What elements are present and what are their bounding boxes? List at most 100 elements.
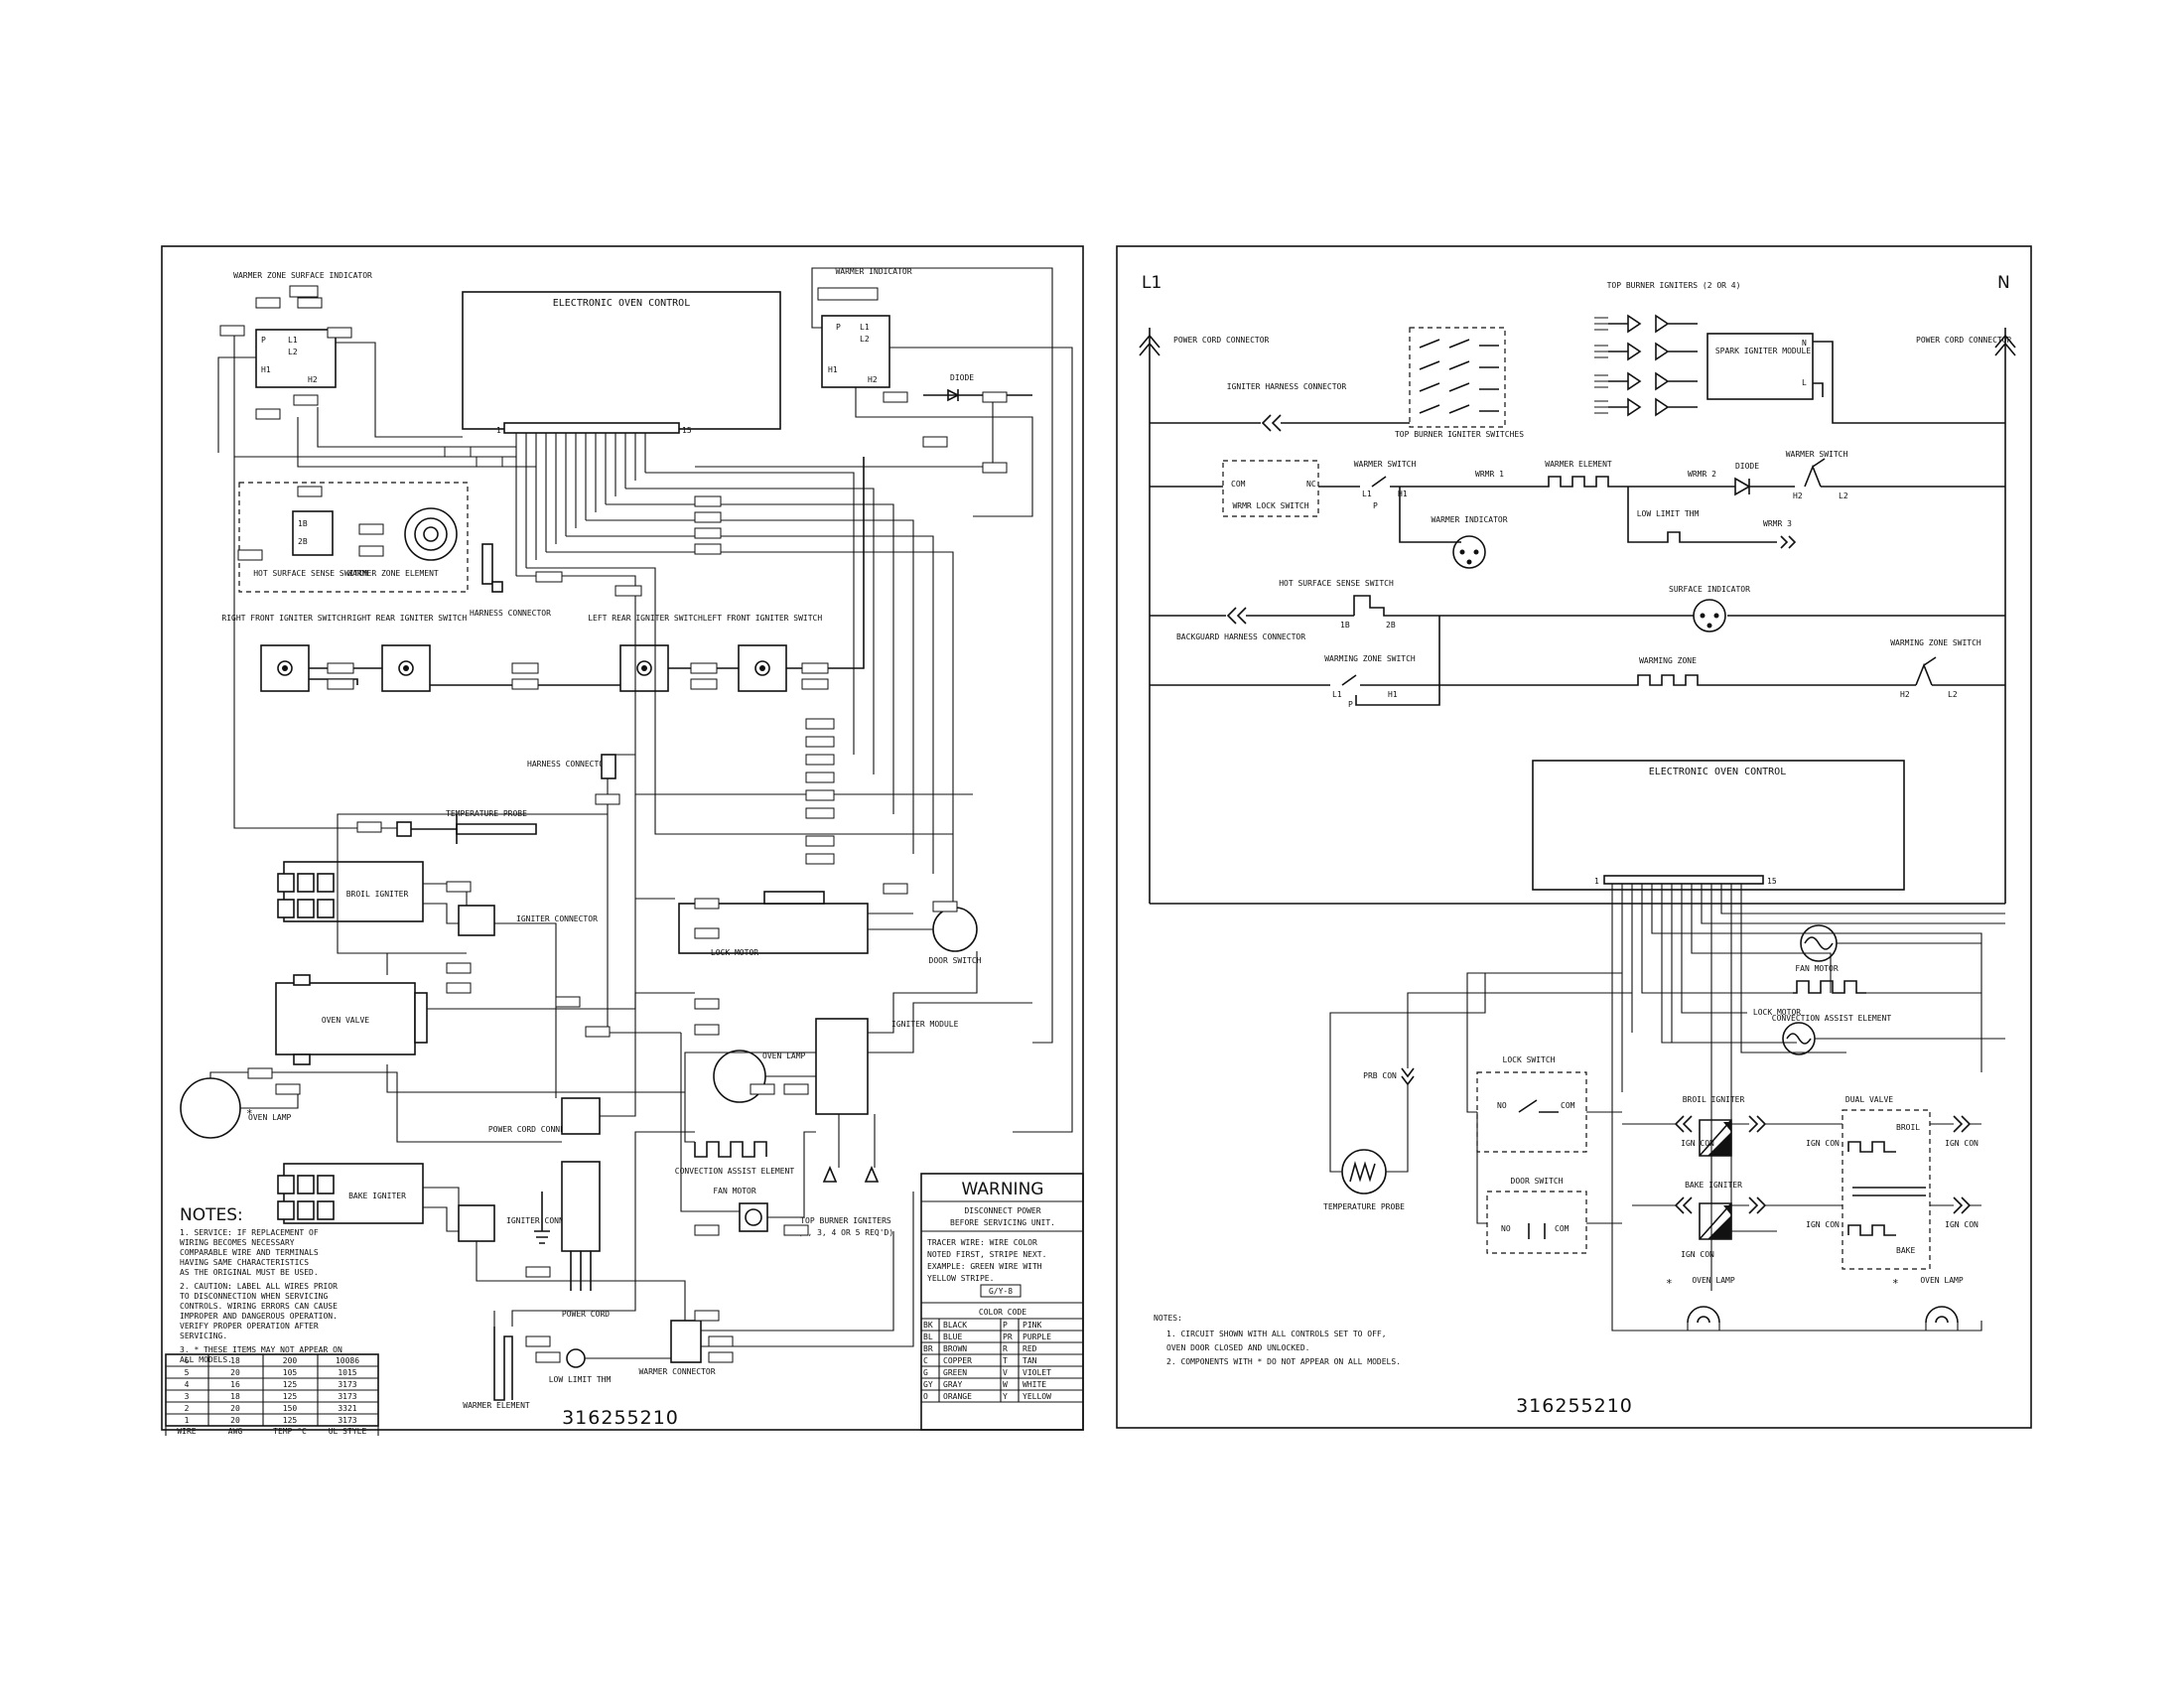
low-limit-thm-symbol xyxy=(1627,487,1688,543)
svg-text:YELLOW STRIPE.: YELLOW STRIPE. xyxy=(927,1274,994,1283)
warmer-element-symbol xyxy=(493,1327,513,1401)
warming-zone-label: WARMING ZONE xyxy=(1639,656,1697,665)
svg-text:IMPROPER AND DANGEROUS OPERATI: IMPROPER AND DANGEROUS OPERATION. xyxy=(180,1312,338,1321)
igniter-connector-broil-label: IGNITER CONNECTOR xyxy=(516,914,598,923)
oven-lamp-1 xyxy=(1687,1306,1720,1324)
svg-text:C: C xyxy=(923,1356,928,1365)
svg-text:3173: 3173 xyxy=(338,1380,356,1389)
igniter-connector-bake xyxy=(458,1204,495,1242)
top-burner-igniters-label: TOP BURNER IGNITERS (2 OR 4) xyxy=(1607,281,1741,290)
svg-text:L1: L1 xyxy=(860,323,870,332)
ign-con-2: IGN CON xyxy=(1806,1139,1840,1148)
svg-text:1015: 1015 xyxy=(338,1368,356,1377)
right-eoc-terminal-strip xyxy=(1603,875,1764,885)
svg-text:WIRING BECOMES NECESSARY: WIRING BECOMES NECESSARY xyxy=(180,1238,295,1247)
svg-text:2B: 2B xyxy=(1386,621,1396,630)
svg-text:L: L xyxy=(1802,378,1807,387)
power-cord-label: POWER CORD xyxy=(562,1310,610,1319)
lock-motor-label: LOCK MOTOR xyxy=(1753,1008,1801,1017)
hot-surface-sense-switch xyxy=(292,510,334,556)
svg-text:BAKE IGNITER: BAKE IGNITER xyxy=(348,1192,406,1200)
harness-connector-mid-label: HARNESS CONNECTOR xyxy=(527,760,609,769)
svg-text:BLACK: BLACK xyxy=(943,1321,967,1330)
lock-switch-com: COM xyxy=(1561,1101,1575,1110)
left-panel-frame xyxy=(161,245,1084,1431)
broil-valve-coil xyxy=(1847,1141,1896,1153)
svg-text:T: T xyxy=(1003,1356,1008,1365)
warmer-indicator-label: WARMER INDICATOR xyxy=(835,267,911,276)
top-burner-igniter-switches-label: TOP BURNER IGNITER SWITCHES xyxy=(1395,430,1524,439)
hot-surface-sense-switch xyxy=(1353,595,1439,617)
ign-con-5: IGN CON xyxy=(1806,1220,1840,1229)
svg-text:H1: H1 xyxy=(1398,490,1408,498)
svg-text:LEFT REAR IGNITER SWITCH: LEFT REAR IGNITER SWITCH xyxy=(588,614,703,623)
svg-text:200: 200 xyxy=(283,1356,298,1365)
svg-text:6: 6 xyxy=(185,1356,190,1365)
convection-assist-element-label: CONVECTION ASSIST ELEMENT xyxy=(1772,1014,1892,1023)
warmer-zone-element xyxy=(404,507,458,561)
svg-text:BR: BR xyxy=(923,1344,933,1353)
svg-text:H2: H2 xyxy=(1900,690,1910,699)
warmer-connector-label: WARMER CONNECTOR xyxy=(638,1367,715,1376)
svg-text:R: R xyxy=(1003,1344,1008,1353)
warmer-zone-surface-indicator xyxy=(255,329,337,388)
wrmr1-label: WRMR 1 xyxy=(1475,470,1504,479)
svg-text:150: 150 xyxy=(283,1404,298,1413)
warning-color-code-box: WARNING DISCONNECT POWER BEFORE SERVICIN… xyxy=(920,1173,1084,1431)
diode-label: DIODE xyxy=(950,373,974,382)
broil-igniter: BROIL IGNITER xyxy=(277,861,424,922)
svg-text:BROIL IGNITER: BROIL IGNITER xyxy=(346,890,409,899)
electronic-oven-control-label: ELECTRONIC OVEN CONTROL xyxy=(553,298,690,309)
broil-label: BROIL xyxy=(1896,1123,1920,1132)
svg-text:1B: 1B xyxy=(298,519,308,528)
svg-text:15: 15 xyxy=(682,426,692,435)
warmer-switch-1 xyxy=(1371,476,1459,488)
warmer-element-label: WARMER ELEMENT xyxy=(463,1401,530,1410)
left-notes: 1. SERVICE: IF REPLACEMENT OF WIRING BEC… xyxy=(180,1228,342,1364)
warmer-switch-2-label: WARMER SWITCH xyxy=(1786,450,1848,459)
svg-text:ORANGE: ORANGE xyxy=(943,1392,972,1401)
svg-text:3: 3 xyxy=(185,1392,190,1401)
fan-motor-label: FAN MOTOR xyxy=(1795,964,1839,973)
svg-text:4: 4 xyxy=(185,1380,190,1389)
svg-text:COPPER: COPPER xyxy=(943,1356,972,1365)
svg-text:AS THE ORIGINAL MUST BE USED.: AS THE ORIGINAL MUST BE USED. xyxy=(180,1268,319,1277)
svg-text:2: 2 xyxy=(185,1404,190,1413)
svg-text:WHITE: WHITE xyxy=(1023,1380,1046,1389)
harness-connector-label: HARNESS CONNECTOR xyxy=(470,609,551,618)
svg-text:3173: 3173 xyxy=(338,1416,356,1425)
right-electronic-oven-control-label: ELECTRONIC OVEN CONTROL xyxy=(1649,767,1786,777)
right-panel-schematic: L1 N POWER CORD CONNECTOR POWER CORD CON… xyxy=(1116,245,2032,1429)
ground-symbol xyxy=(534,1192,550,1244)
hot-surface-dashed-outline xyxy=(238,482,469,593)
svg-text:20: 20 xyxy=(230,1404,240,1413)
bake-igniter-label: BAKE IGNITER xyxy=(1685,1181,1742,1190)
warmer-switch-2 xyxy=(1804,458,1826,488)
svg-text:2. CAUTION: LABEL ALL WIRES: 2. CAUTION: LABEL ALL WIRES PRIOR xyxy=(180,1282,338,1291)
surface-indicator xyxy=(1693,599,1726,632)
wire-tag xyxy=(817,287,879,301)
svg-text:2. COMPONENTS WITH * DO NOT: 2. COMPONENTS WITH * DO NOT APPEAR ON AL… xyxy=(1166,1357,1401,1366)
door-switch-label: DOOR SWITCH xyxy=(929,956,982,965)
convection-assist-element-label: CONVECTION ASSIST ELEMENT xyxy=(675,1167,795,1176)
svg-text:2B: 2B xyxy=(298,537,308,546)
right-panel-frame xyxy=(1116,245,2032,1429)
low-limit-thm-label: LOW LIMIT THM xyxy=(549,1375,612,1384)
svg-text:GRAY: GRAY xyxy=(943,1380,962,1389)
oven-lamp-left-label: OVEN LAMP xyxy=(248,1113,292,1122)
svg-text:P: P xyxy=(1003,1321,1008,1330)
svg-text:L2: L2 xyxy=(1948,690,1958,699)
left-part-number: 316255210 xyxy=(562,1407,679,1429)
spark-igniter-module xyxy=(1706,333,1814,400)
right-notes: 1. CIRCUIT SHOWN WITH ALL CONTROLS SET T… xyxy=(1166,1330,1401,1366)
temperature-probe-label: TEMPERATURE PROBE xyxy=(1323,1202,1405,1211)
probe-connector xyxy=(396,821,412,837)
svg-text:1. CIRCUIT SHOWN WITH ALL CON: 1. CIRCUIT SHOWN WITH ALL CONTROLS SET T… xyxy=(1166,1330,1387,1338)
lock-motor-label: LOCK MOTOR xyxy=(711,948,758,957)
surface-indicator-label: SURFACE INDICATOR xyxy=(1669,585,1750,594)
bake-igniter: BAKE IGNITER xyxy=(277,1163,424,1224)
power-cord-connector-l1-symbol xyxy=(1139,334,1160,356)
oven-valve: OVEN VALVE xyxy=(275,974,428,1065)
